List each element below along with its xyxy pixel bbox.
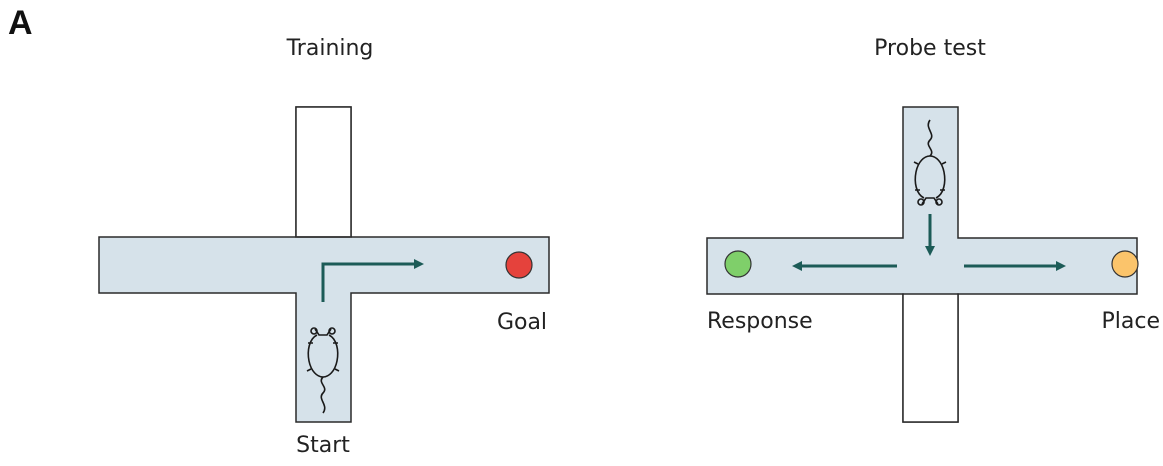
place-marker [1111, 250, 1139, 278]
response-marker [724, 250, 752, 278]
start-label: Start [296, 433, 350, 458]
probe-title: Probe test [874, 36, 986, 61]
training-panel: Training Goal Start [98, 36, 550, 458]
training-rat-icon [306, 327, 340, 414]
goal-label: Goal [497, 310, 547, 335]
panel-label: A [8, 4, 33, 42]
training-goal-marker [505, 251, 533, 279]
probe-rat-icon [913, 119, 947, 206]
probe-panel: Probe test Response [706, 36, 1161, 423]
training-path-arrow [321, 259, 424, 302]
training-title: Training [286, 36, 374, 61]
response-label: Response [707, 309, 813, 334]
place-label: Place [1102, 309, 1161, 334]
training-blocked-arm [295, 106, 352, 238]
probe-blocked-arm [902, 293, 959, 423]
